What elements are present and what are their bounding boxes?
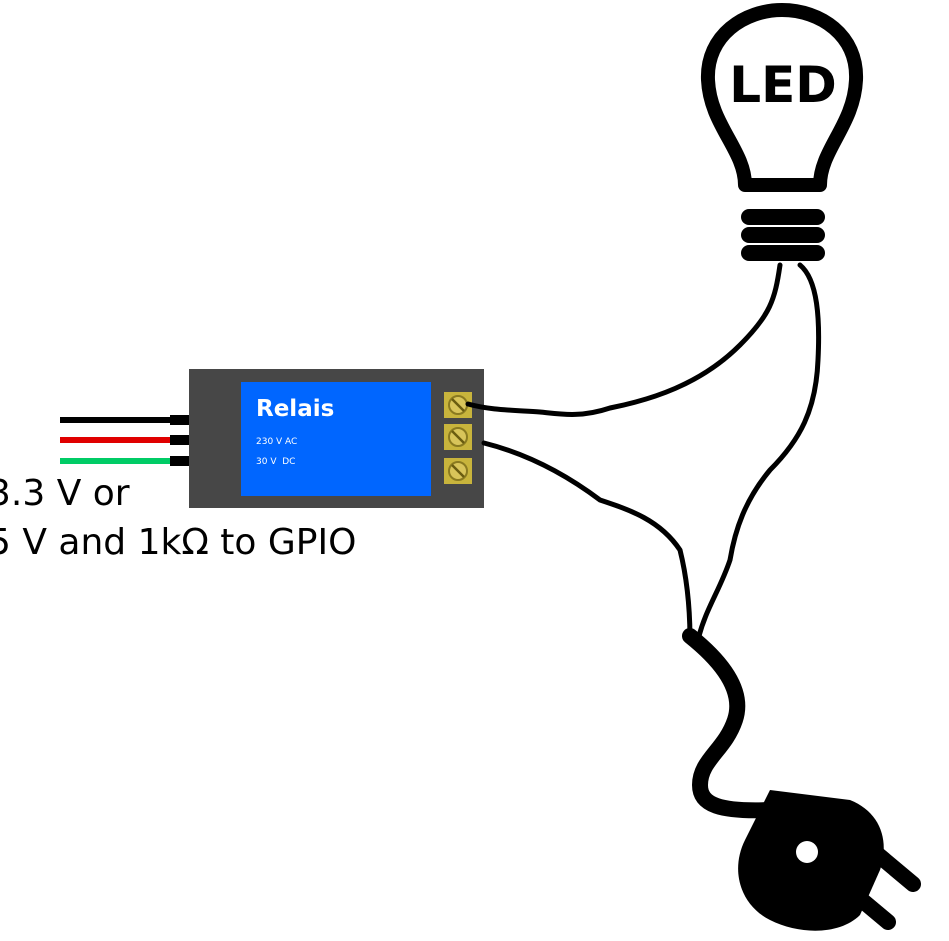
plug-hole (796, 841, 818, 863)
supply-label-line-1: 3.3 V or (0, 473, 130, 514)
supply-label-line-2: 5 V and 1kΩ to GPIO (0, 522, 357, 563)
relay-to-plug-wire (481, 440, 693, 643)
terminal-2 (444, 424, 472, 450)
relay-face (241, 382, 431, 496)
bulb-base-ring-3 (741, 245, 825, 261)
relay-module: Relais 230 V AC 30 V DC (189, 369, 484, 508)
relay-spec-ac: 230 V AC (256, 437, 297, 447)
terminal-3 (444, 458, 472, 484)
relay-spec-dc: 30 V DC (256, 457, 295, 467)
plug-pin-bottom (837, 878, 896, 930)
mains-plug (682, 628, 921, 931)
bulb-base-ring-2 (741, 227, 825, 243)
relay-title: Relais (256, 396, 334, 422)
relay-to-bulb-wire (465, 262, 783, 417)
bulb-to-plug-wire (695, 262, 822, 643)
bulb-glass (700, 3, 864, 192)
bulb-base-ring-1 (741, 209, 825, 225)
mains-cable (682, 628, 778, 819)
terminal-1 (444, 392, 472, 418)
plug-pin-top (862, 840, 921, 892)
led-bulb: LED (700, 3, 864, 261)
bulb-label: LED (729, 56, 837, 114)
power-wires (465, 262, 822, 643)
